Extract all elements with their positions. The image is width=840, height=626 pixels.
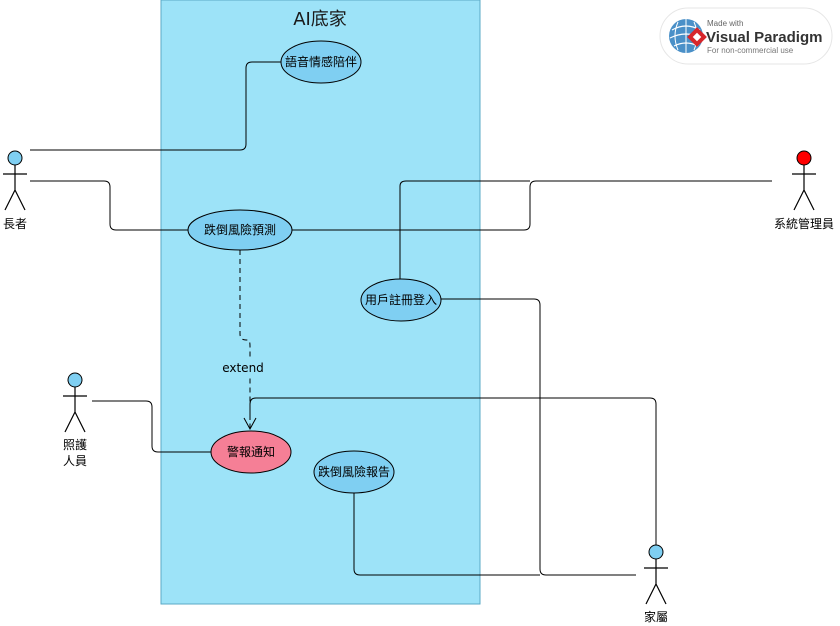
extend-label: extend	[222, 361, 264, 375]
edge-elder-fall-predict	[30, 180, 188, 231]
svg-text:跌倒風險報告: 跌倒風險報告	[318, 464, 390, 479]
watermark-line2: Visual Paradigm	[706, 29, 822, 46]
use-case-fall-predict[interactable]: 跌倒風險預測	[187, 209, 293, 251]
actor-family-label: 家屬	[644, 609, 668, 624]
actor-admin[interactable]: 系統管理員	[774, 150, 834, 231]
watermark-line3: For non-commercial use	[707, 46, 794, 55]
actor-admin-label: 系統管理員	[774, 216, 834, 231]
edge-fall-predict-admin	[292, 180, 772, 231]
actor-caregiver-label-line1: 照護	[63, 437, 87, 452]
actor-icon	[67, 372, 83, 388]
extend-relation-line	[239, 250, 251, 428]
svg-text:語音情感陪伴: 語音情感陪伴	[285, 54, 357, 69]
svg-text:用戶註冊登入: 用戶註冊登入	[365, 292, 437, 307]
actor-elder[interactable]: 長者	[3, 150, 27, 231]
actor-family[interactable]: 家屬	[644, 544, 668, 624]
use-case-alert[interactable]: 警報通知	[210, 430, 292, 474]
edge-caregiver-alert	[92, 400, 212, 453]
use-case-voice[interactable]: 語音情感陪伴	[280, 40, 362, 84]
actor-icon	[796, 150, 812, 166]
edge-register-family	[440, 298, 636, 576]
edge-elder-voice	[30, 61, 282, 151]
actor-caregiver-label-line2: 人員	[63, 454, 87, 468]
actor-caregiver[interactable]: 照護 人員	[63, 372, 87, 468]
actor-icon	[7, 150, 23, 166]
use-case-register[interactable]: 用戶註冊登入	[360, 278, 442, 322]
edge-register-admin	[399, 180, 530, 281]
edge-report-family	[353, 492, 540, 576]
svg-text:跌倒風險預測: 跌倒風險預測	[204, 222, 276, 237]
actor-icon	[648, 544, 664, 560]
visual-paradigm-watermark: Made with Visual Paradigm For non-commer…	[659, 7, 833, 65]
svg-text:警報通知: 警報通知	[227, 444, 275, 459]
use-case-report[interactable]: 跌倒風險報告	[313, 450, 395, 494]
actor-elder-label: 長者	[3, 217, 27, 231]
system-title: AI底家	[293, 9, 347, 30]
extend-arrowhead-icon	[243, 417, 257, 431]
watermark-line1: Made with	[707, 19, 743, 28]
